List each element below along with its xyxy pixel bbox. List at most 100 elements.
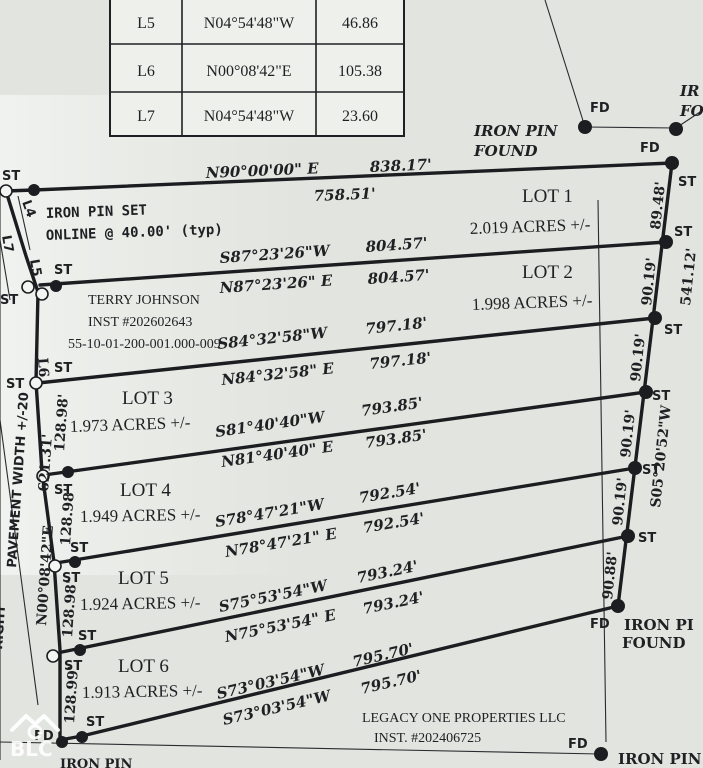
west-total: 621.31'	[36, 433, 56, 492]
monument-icon	[665, 156, 679, 170]
lot-acres: 1.913 ACRES +/-	[82, 681, 203, 702]
table-cell-distance: 46.86	[342, 15, 378, 32]
line-label-l5: L5	[26, 258, 44, 278]
lot-acres: 1.924 ACRES +/-	[80, 593, 201, 614]
monuments-set	[0, 184, 62, 663]
marker-st: ST	[78, 629, 96, 644]
monument-icon	[594, 747, 608, 761]
iron-pin-south-label: IRON PIN	[618, 750, 702, 768]
marker-st: ST	[652, 389, 670, 404]
iron-pin-found-se-label: IRON PI	[624, 616, 694, 634]
iron-pin-set-note: IRON PIN SET	[46, 202, 148, 222]
lot-name: LOT 2	[522, 262, 573, 283]
marker-st: ST	[54, 263, 72, 278]
road-label-right: RIGHT	[0, 604, 9, 650]
monument-icon	[639, 385, 653, 399]
iron-pin-south-west-label: IRON PIN	[60, 757, 132, 768]
line-distance: 804.57'	[367, 266, 430, 288]
iron-pin-found-label: FOUND	[473, 142, 538, 160]
east-total: 541.12'	[678, 247, 700, 306]
east-segment: 90.19'	[618, 409, 639, 459]
iron-pin-set-icon	[0, 184, 13, 198]
lot-name: LOT 6	[118, 656, 169, 677]
marker-st: ST	[674, 225, 692, 240]
monument-icon	[659, 235, 673, 249]
lot-name: LOT 4	[120, 480, 171, 501]
lot-acres: 1.949 ACRES +/-	[80, 505, 201, 526]
iron-pin-right-label: FO	[679, 102, 703, 120]
line-table-row: L6 N00°08'42"E 105.38	[137, 63, 382, 80]
table-cell-bearing: N04°54'48"W	[204, 15, 295, 32]
marker-fd: FD	[640, 141, 660, 156]
line-table-row: L5 N04°54'48"W 46.86	[137, 15, 378, 32]
south-owner-name: LEGACY ONE PROPERTIES LLC	[362, 711, 566, 726]
iron-pin-found-label: IRON PIN	[473, 122, 559, 140]
line-table: L5 N04°54'48"W 46.86 L6 N00°08'42"E 105.…	[109, 0, 405, 137]
lot-acres: 1.998 ACRES +/-	[471, 291, 593, 314]
south-owner-instrument: INST. #202406725	[374, 731, 481, 746]
monument-icon	[621, 529, 635, 543]
line-label-l4: L4	[18, 198, 38, 219]
marker-st: ST	[70, 541, 88, 556]
iron-pin-set-icon	[46, 649, 60, 663]
east-segment: 89.48'	[648, 181, 669, 231]
monument-icon	[50, 280, 62, 292]
lot-acres: 1.973 ACRES +/-	[69, 413, 191, 436]
marker-st: ST	[62, 571, 80, 586]
owner-instrument: INST #202602643	[88, 315, 192, 330]
lot-name: LOT 5	[118, 568, 169, 589]
watermark-logo-icon: BLC	[10, 714, 60, 761]
iron-pin-set-icon	[35, 287, 49, 301]
east-segment: 90.19'	[628, 333, 649, 383]
blc-logo: BLC	[4, 700, 66, 762]
iron-pin-set-icon	[36, 469, 50, 483]
iron-pin-set-icon	[48, 559, 62, 573]
marker-st: ST	[6, 377, 24, 392]
table-cell-distance: 23.60	[342, 108, 378, 125]
monument-icon	[628, 461, 642, 475]
north-line-bearing: N90°00'00" E	[204, 159, 319, 182]
table-cell-distance: 105.38	[338, 63, 382, 80]
marker-st: ST	[678, 175, 696, 190]
monument-icon	[611, 599, 625, 613]
east-segment: 90.88'	[600, 551, 621, 601]
lot-name: LOT 3	[122, 388, 173, 409]
monument-markers: ST ST ST ST ST ST ST ST ST ST ST ST ST S…	[0, 101, 696, 752]
owner-name: TERRY JOHNSON	[88, 293, 200, 308]
west-segment: 128.99'	[62, 665, 82, 724]
lot-lines	[36, 240, 668, 654]
west-line-label: L6	[34, 357, 51, 378]
table-cell-bearing: N00°08'42"E	[206, 63, 291, 80]
table-cell-id: L5	[137, 15, 155, 32]
lot-name: LOT 1	[522, 186, 573, 207]
table-cell-id: L7	[137, 108, 155, 125]
iron-pin-set-icon	[21, 280, 35, 294]
marker-fd: FD	[34, 729, 54, 744]
iron-pin-right-label: IR	[679, 82, 699, 100]
marker-st: ST	[54, 361, 72, 376]
east-segment: 90.19'	[639, 257, 660, 307]
lot-labels: LOT 1 2.019 ACRES +/- LOT 2 1.998 ACRES …	[69, 186, 593, 702]
marker-st: ST	[664, 323, 682, 338]
marker-st: ST	[0, 293, 18, 308]
west-segment: 128.98'	[58, 487, 78, 546]
monument-icon	[62, 466, 74, 478]
marker-fd: FD	[568, 737, 588, 752]
monument-icon	[28, 184, 40, 196]
marker-fd: FD	[590, 617, 610, 632]
west-segment: 128.98'	[60, 579, 80, 638]
north-line-distance: 838.17'	[369, 155, 432, 176]
line-label-l7: L7	[0, 234, 16, 254]
monument-icon	[74, 644, 86, 656]
owner-parcel-id: 55-10-01-200-001.000-009	[68, 337, 221, 352]
marker-st: ST	[642, 463, 660, 478]
table-cell-bearing: N04°54'48"W	[204, 108, 295, 125]
lot1-north-distance: 758.51'	[313, 184, 376, 205]
iron-pin-set-note: ONLINE @ 40.00' (typ)	[46, 222, 223, 244]
logo-text: BLC	[10, 737, 53, 761]
marker-st: ST	[54, 483, 72, 498]
east-segment: 90.19'	[610, 477, 631, 527]
line-distance: 804.57'	[365, 234, 428, 256]
